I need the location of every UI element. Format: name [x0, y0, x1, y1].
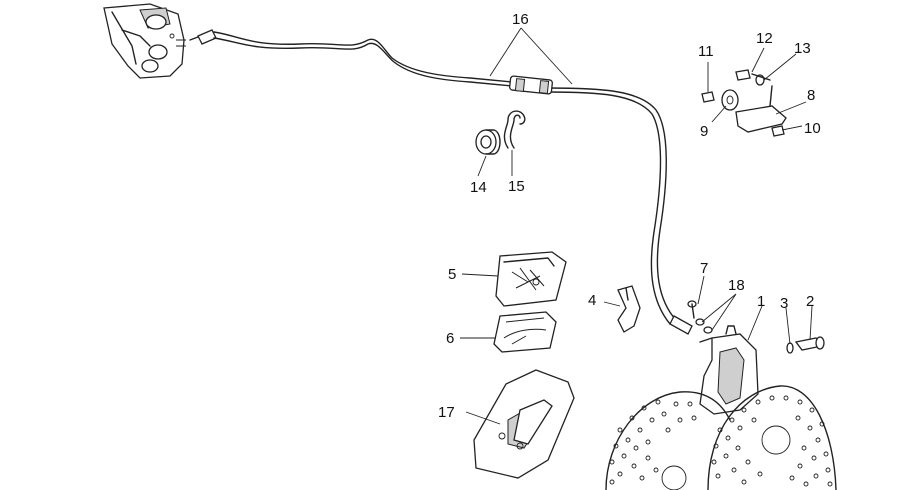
callouts: 1 2 3 4 5 6 7 8 9 10 11 12 13 14 15 16 1…: [438, 11, 821, 421]
callout-10: 10: [804, 120, 821, 137]
caliper: [699, 325, 759, 415]
hose-union: [509, 75, 693, 335]
callout-16: 16: [512, 11, 529, 28]
pad-kit: [495, 251, 567, 307]
callout-17: 17: [438, 404, 455, 421]
callout-15: 15: [508, 178, 525, 195]
washer: [695, 318, 794, 354]
brake-pads: [473, 369, 575, 479]
brake-disc: [605, 385, 837, 490]
callout-2: 2: [806, 293, 814, 310]
callout-8: 8: [807, 87, 815, 104]
grommet: [475, 129, 501, 155]
callout-18: 18: [728, 277, 745, 294]
bracket: [617, 285, 641, 333]
callout-5: 5: [448, 266, 456, 283]
callout-11: 11: [698, 43, 714, 60]
seal-kit: [493, 311, 557, 353]
brake-hose: [189, 29, 677, 325]
callout-7: 7: [700, 260, 708, 277]
callout-12: 12: [756, 30, 773, 47]
bracket-assembly: [701, 69, 787, 137]
caliper-bolt: [687, 300, 825, 351]
callout-9: 9: [700, 123, 708, 140]
callout-6: 6: [446, 330, 454, 347]
hose-clip: [503, 110, 526, 149]
callout-13: 13: [794, 40, 811, 57]
callout-4: 4: [588, 292, 596, 309]
callout-14: 14: [470, 179, 487, 196]
leader-lines: [460, 27, 813, 425]
callout-1: 1: [757, 293, 765, 310]
master-cylinder: [103, 3, 186, 79]
callout-3: 3: [780, 295, 788, 312]
